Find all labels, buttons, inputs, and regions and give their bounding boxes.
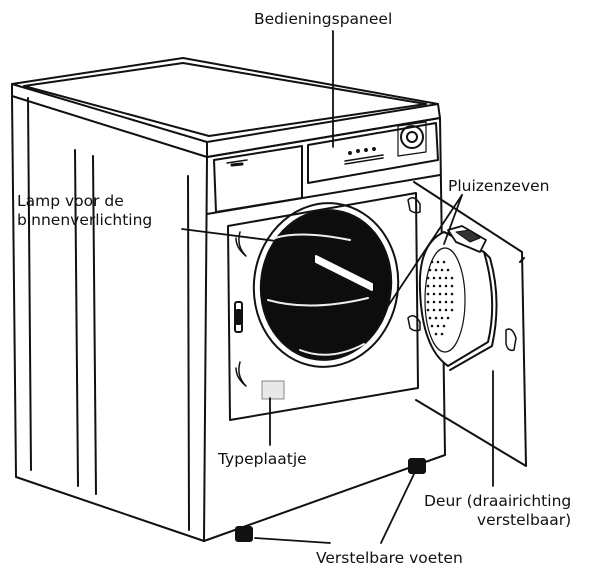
label-rating-plate: Typeplaatje xyxy=(218,450,307,469)
rating-plate xyxy=(262,381,284,399)
leader-foot-2 xyxy=(255,538,330,543)
label-control-panel: Bedieningspaneel xyxy=(254,10,392,29)
label-door: Deur (draairichting verstelbaar) xyxy=(424,492,571,530)
label-interior-lamp-line2: binnenverlichting xyxy=(17,211,152,230)
door-inner-bowl xyxy=(420,232,497,370)
label-adjustable-feet: Verstelbare voeten xyxy=(316,549,463,568)
leader-foot-1 xyxy=(381,474,414,543)
cabinet-top xyxy=(12,58,440,157)
cabinet-side xyxy=(12,96,207,541)
program-indicators xyxy=(345,148,383,164)
label-lint-filters: Pluizenzeven xyxy=(448,177,549,196)
label-interior-lamp: Lamp voor de binnenverlichting xyxy=(17,192,152,230)
label-door-line2: verstelbaar) xyxy=(424,511,571,530)
label-door-line1: Deur (draairichting xyxy=(424,492,571,511)
open-door xyxy=(408,182,526,466)
drum xyxy=(243,194,408,376)
label-interior-lamp-line1: Lamp voor de xyxy=(17,192,152,211)
